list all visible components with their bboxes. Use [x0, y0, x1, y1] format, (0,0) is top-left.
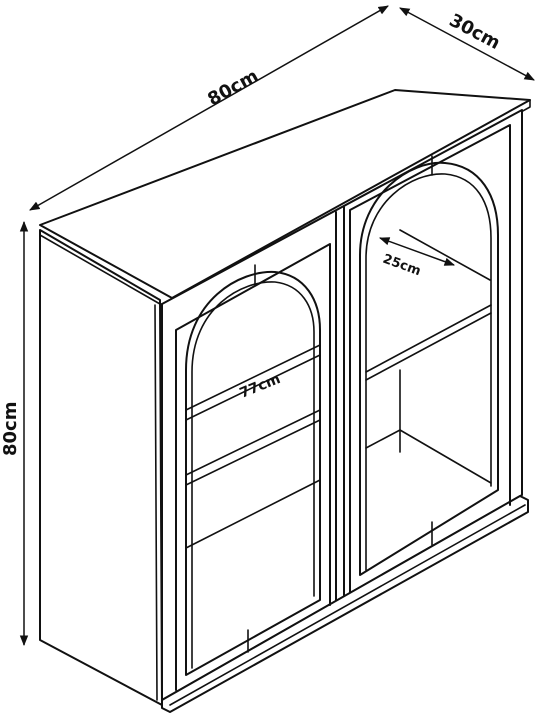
- right-back-floor: [399, 429, 492, 484]
- depth-dimension-line: [399, 7, 535, 81]
- left-side-inner-edge: [154, 304, 158, 701]
- right-door-arch: [359, 161, 499, 576]
- plinth-line: [169, 504, 526, 706]
- left-shelf-2b: [185, 419, 321, 486]
- width-label: 80cm: [204, 66, 262, 111]
- cabinet-body: [39, 89, 531, 713]
- left-shelf-2: [185, 409, 321, 476]
- left-shelf-1: [185, 344, 321, 411]
- left-door-frame: [175, 243, 331, 691]
- width-dimension-line: [29, 5, 389, 211]
- right-door-arch-inner: [365, 173, 492, 571]
- right-back-bottom: [365, 429, 401, 449]
- left-door-arch-inner: [191, 281, 315, 669]
- right-shelf: [365, 304, 492, 373]
- left-shelf-1b: [185, 354, 321, 421]
- shelf-depth-dimension-line: [379, 237, 455, 266]
- dimension-lines: [19, 5, 535, 647]
- left-side-panel: [39, 229, 163, 706]
- right-shelf-b: [365, 312, 492, 381]
- height-label: 80cm: [0, 402, 21, 456]
- right-door-frame: [349, 124, 511, 593]
- left-shelf-3: [185, 479, 321, 549]
- left-door-arch: [185, 270, 321, 676]
